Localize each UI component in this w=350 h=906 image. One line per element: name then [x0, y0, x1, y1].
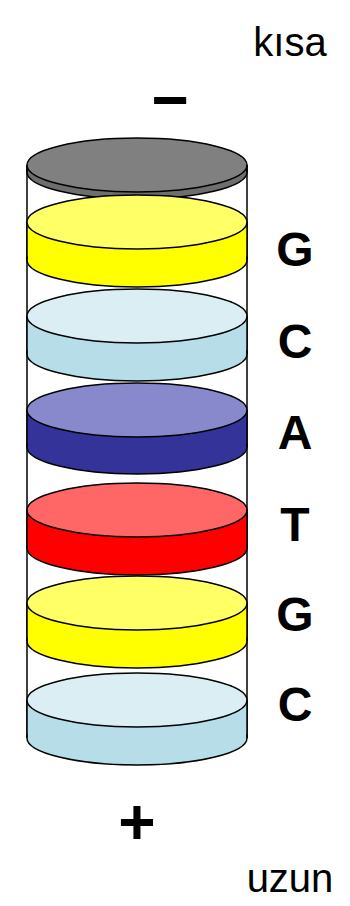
band-disc: [27, 673, 247, 765]
base-letter: G: [276, 591, 313, 639]
base-letter: A: [278, 409, 313, 457]
end-label: kısa: [253, 22, 326, 62]
disc-side: [246, 316, 248, 354]
band-disc: [27, 138, 247, 199]
disc-side: [26, 510, 28, 548]
base-letter: T: [280, 501, 309, 549]
disc-side: [26, 316, 28, 354]
disc-side: [246, 410, 248, 447]
disc-side: [246, 510, 248, 548]
disc-side: [26, 603, 28, 641]
disc-top: [27, 576, 247, 630]
disc-top: [27, 138, 247, 192]
disc-top: [27, 483, 247, 537]
disc-side: [246, 603, 248, 641]
disc-side: [26, 222, 28, 260]
base-letter: C: [278, 318, 313, 366]
pole-sign: −: [151, 68, 188, 132]
base-letter: C: [278, 681, 313, 729]
band-disc: [27, 483, 247, 575]
band-discs: [27, 138, 247, 765]
column-wall-line: [246, 165, 248, 738]
column-wall: [27, 165, 247, 738]
disc-side: [26, 700, 28, 738]
end-label: uzun: [247, 858, 334, 898]
band-disc: [27, 383, 247, 474]
disc-side: [246, 700, 248, 738]
pole-sign: +: [118, 790, 155, 854]
disc-top: [27, 383, 247, 437]
band-disc: [27, 195, 247, 287]
disc-top: [27, 195, 247, 249]
band-disc: [27, 576, 247, 668]
disc-top: [27, 289, 247, 343]
disc-side: [246, 222, 248, 260]
band-disc: [27, 289, 247, 381]
base-letter: G: [276, 226, 313, 274]
disc-side: [26, 410, 28, 447]
column-wall-line: [26, 165, 28, 738]
disc-top: [27, 673, 247, 727]
